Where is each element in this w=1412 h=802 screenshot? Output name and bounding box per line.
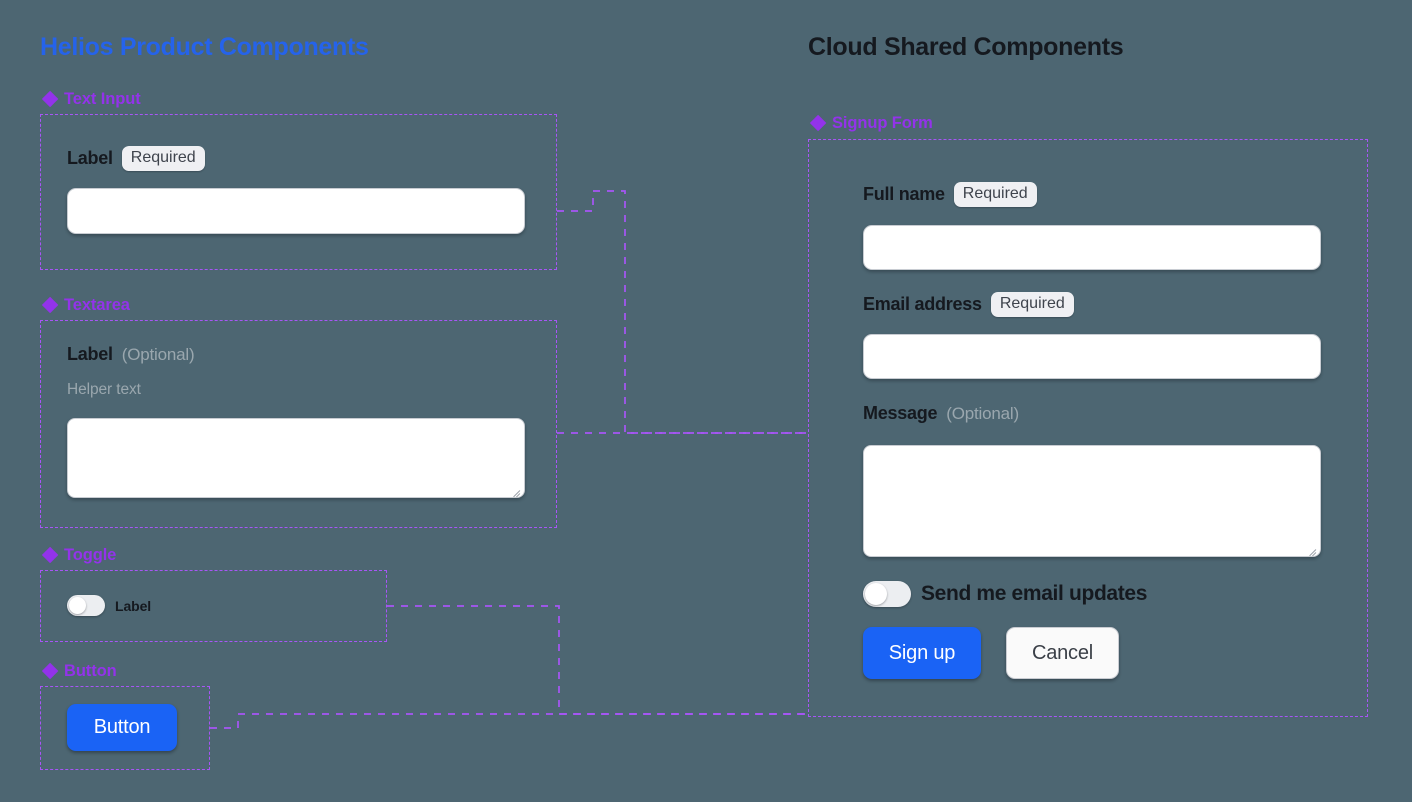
component-frame-button <box>40 686 210 770</box>
section-header-signup-form: Signup Form <box>810 114 933 133</box>
required-badge: Required <box>990 292 1074 317</box>
diamond-cluster-icon <box>42 547 59 564</box>
toggle-switch[interactable] <box>67 595 105 616</box>
component-frame-text-input <box>40 114 557 270</box>
textarea-label-row: Label (Optional) <box>67 344 195 365</box>
optional-tag: (Optional) <box>121 344 195 364</box>
section-label-toggle: Toggle <box>64 546 117 564</box>
section-label-textarea: Textarea <box>64 296 130 314</box>
component-frame-textarea <box>40 320 557 528</box>
email-label: Email address <box>863 293 982 314</box>
full-name-label: Full name <box>863 183 945 204</box>
cancel-button[interactable]: Cancel <box>1006 627 1119 679</box>
textarea-helper-text: Helper text <box>67 381 141 398</box>
connector-toggle <box>387 605 808 715</box>
text-input-label-row: Label Required <box>67 146 205 171</box>
text-input-field[interactable] <box>67 188 525 234</box>
message-label: Message <box>863 403 938 423</box>
email-label-row: Email address Required <box>863 292 1074 317</box>
textarea-label: Label <box>67 344 113 364</box>
demo-button[interactable]: Button <box>67 704 177 751</box>
section-header-text-input: Text Input <box>42 90 141 109</box>
toggle-switch[interactable] <box>863 581 911 607</box>
component-frame-toggle <box>40 570 387 642</box>
textarea-field[interactable] <box>67 418 525 498</box>
diamond-cluster-icon <box>810 115 827 132</box>
sign-up-button[interactable]: Sign up <box>863 627 981 679</box>
email-updates-toggle[interactable]: Send me email updates <box>863 581 1147 607</box>
email-updates-label: Send me email updates <box>921 582 1148 605</box>
text-input-label: Label <box>67 147 113 168</box>
diamond-cluster-icon <box>42 297 59 314</box>
toggle-label: Label <box>115 597 152 614</box>
resize-grip-icon[interactable] <box>508 482 521 498</box>
toggle-knob <box>865 583 887 605</box>
section-header-button: Button <box>42 662 117 681</box>
resize-grip-icon[interactable] <box>1304 541 1317 557</box>
section-header-toggle: Toggle <box>42 546 117 565</box>
section-header-textarea: Textarea <box>42 296 130 315</box>
email-input[interactable] <box>863 334 1321 379</box>
message-textarea[interactable] <box>863 445 1321 557</box>
diamond-cluster-icon <box>42 663 59 680</box>
required-badge: Required <box>953 182 1037 207</box>
connector-button <box>210 713 808 729</box>
section-label-signup-form: Signup Form <box>832 114 933 132</box>
required-badge: Required <box>121 146 205 171</box>
full-name-input[interactable] <box>863 225 1321 270</box>
full-name-label-row: Full name Required <box>863 182 1037 207</box>
diamond-cluster-icon <box>42 91 59 108</box>
message-label-row: Message (Optional) <box>863 403 1019 424</box>
toggle-control[interactable]: Label <box>67 595 151 616</box>
section-label-text-input: Text Input <box>64 90 141 108</box>
connector-text-input <box>557 190 808 434</box>
right-panel-title: Cloud Shared Components <box>808 33 1124 61</box>
left-panel-title: Helios Product Components <box>40 33 369 61</box>
optional-tag: (Optional) <box>946 403 1019 423</box>
component-frame-signup-form <box>808 139 1368 717</box>
toggle-knob <box>69 597 86 614</box>
section-label-button: Button <box>64 662 117 680</box>
